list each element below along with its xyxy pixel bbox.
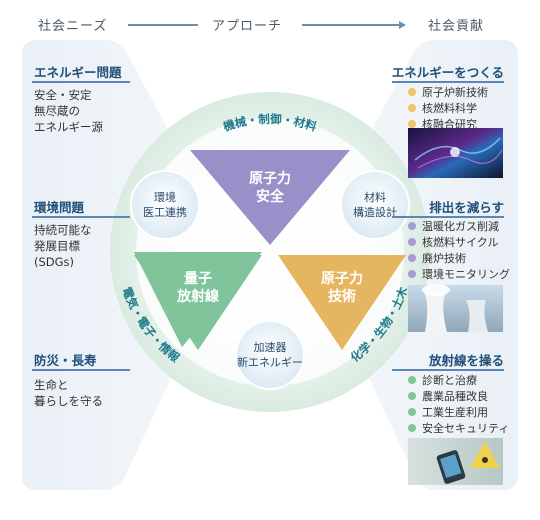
list-item: 温暖化ガス削減	[408, 219, 510, 235]
header-arrowhead-icon	[399, 21, 406, 29]
list-item: 農業品種改良	[408, 389, 509, 405]
bullet-icon	[408, 376, 416, 384]
contribution-title-reduce-emissions: 排出を減らす	[429, 200, 504, 215]
circle-accelerator-energy: 加速器 新エネルギー	[237, 341, 303, 369]
bullet-icon	[408, 408, 416, 416]
header-approach: アプローチ	[212, 19, 283, 34]
need-text-energy: 安全・安定 無尽蔵の エネルギー源	[34, 88, 103, 134]
bullet-icon	[408, 88, 416, 96]
triangle-nuclear-safety: 原子力 安全	[249, 171, 291, 205]
contribution-divider	[392, 369, 504, 371]
list-item: 廃炉技術	[408, 251, 510, 267]
photo-cooling-towers	[408, 285, 503, 332]
circle-environment-medical: 環境 医工連携	[143, 191, 187, 219]
bullet-icon	[408, 270, 416, 278]
header-arrow-line-right	[302, 24, 400, 26]
need-title-energy: エネルギー問題	[34, 65, 122, 80]
list-item: 工業生産利用	[408, 405, 509, 421]
list-item: 核燃料科学	[408, 101, 488, 117]
need-text-environment: 持続可能な 発展目標 (SDGs)	[34, 223, 92, 269]
need-divider	[32, 81, 130, 83]
triangle-nuclear-technology: 原子力 技術	[321, 271, 363, 305]
triangle-quantum-radiation: 量子 放射線	[177, 271, 219, 305]
header-arrow-line-left	[128, 24, 198, 26]
need-divider	[32, 216, 130, 218]
list-item: 安全セキュリティ	[408, 421, 509, 437]
contribution-list-control-radiation: 診断と治療 農業品種改良 工業生産利用 安全セキュリティ	[408, 373, 509, 437]
photo-fusion-plasma	[408, 128, 503, 178]
bullet-icon	[408, 424, 416, 432]
need-title-disaster: 防災・長寿	[34, 353, 97, 368]
list-item: 診断と治療	[408, 373, 509, 389]
bullet-icon	[408, 238, 416, 246]
need-text-disaster: 生命と 暮らしを守る	[34, 378, 103, 408]
contribution-title-control-radiation: 放射線を操る	[428, 353, 504, 368]
bullet-icon	[408, 104, 416, 112]
contribution-list-create-energy: 原子炉新技術 核燃料科学 核融合研究	[408, 85, 488, 133]
contribution-list-reduce-emissions: 温暖化ガス削減 核燃料サイクル 廃炉技術 環境モニタリング	[408, 219, 510, 283]
list-item: 原子炉新技術	[408, 85, 488, 101]
contribution-divider	[392, 81, 504, 83]
list-item: 核燃料サイクル	[408, 235, 510, 251]
need-divider	[32, 369, 130, 371]
need-title-environment: 環境問題	[34, 200, 85, 215]
list-item: 環境モニタリング	[408, 267, 510, 283]
bullet-icon	[408, 392, 416, 400]
bullet-icon	[408, 120, 416, 128]
circle-materials-structure: 材料 構造設計	[353, 191, 397, 219]
bullet-icon	[408, 254, 416, 262]
header-social-contribution: 社会貢献	[428, 19, 485, 34]
contribution-divider	[392, 216, 504, 218]
contribution-title-create-energy: エネルギーをつくる	[391, 65, 504, 80]
header-social-needs: 社会ニーズ	[38, 19, 108, 34]
photo-radiation-detector	[408, 438, 503, 485]
list-item: 核融合研究	[408, 117, 488, 133]
bullet-icon	[408, 222, 416, 230]
